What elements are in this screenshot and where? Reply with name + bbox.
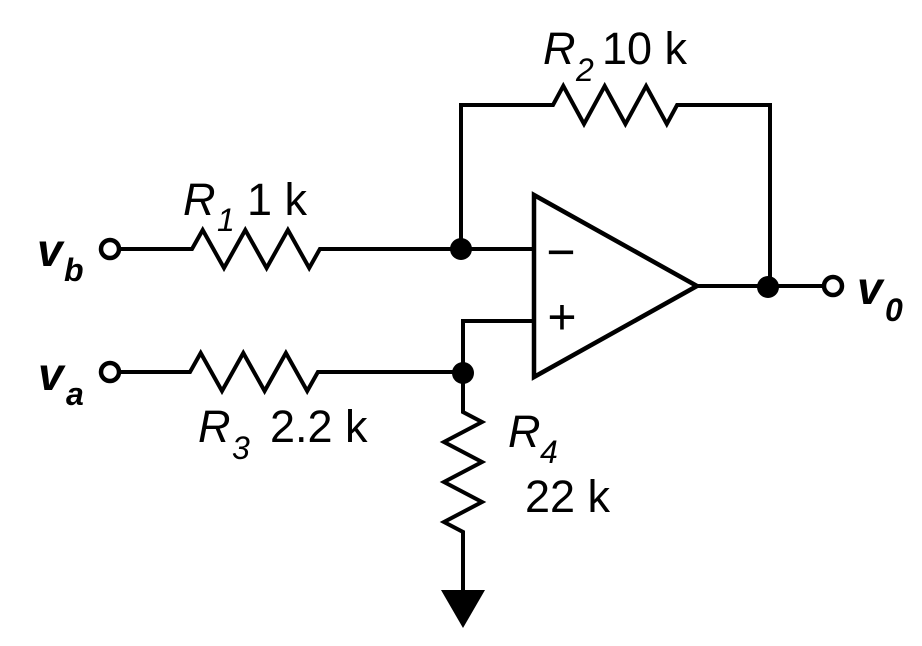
r2-symbol: R [543,23,576,74]
resistor-r1-label: R 1 1 k [183,174,308,238]
vo-symbol: v [857,262,885,314]
terminal-vo-label: v 0 [857,262,903,328]
r1-symbol: R [183,174,216,225]
terminal-vo [821,274,845,298]
vb-subscript: b [64,252,84,288]
r4-subscript: 4 [540,434,558,470]
r1-subscript: 1 [217,202,235,238]
r3-symbol: R [198,401,231,452]
junction-dot-noninverting-node [452,362,474,384]
r3-subscript: 3 [232,430,250,466]
vo-subscript: 0 [885,292,903,328]
noninverting-input-wire [461,319,534,373]
terminal-va [98,360,122,384]
resistor-r2-feedback-loop-wire [459,81,772,287]
r2-value: 10 k [602,23,688,74]
resistor-r3-with-va-wire [121,348,463,396]
resistor-r4-ground-branch-wire [439,373,487,590]
va-subscript: a [66,376,84,412]
r1-value: 1 k [247,174,308,225]
junction-dot-inverting-node [450,238,472,260]
opamp-noninverting-marker: + [547,289,576,345]
resistor-r4-label: R 4 22 k [508,406,611,522]
va-symbol: v [38,348,66,400]
resistor-r3-label: R 3 2.2 k [198,401,368,466]
junction-dot-output-node [757,276,779,298]
ground-symbol [441,590,485,628]
terminal-vb-label: v b [37,224,84,288]
opamp-inverting-marker: − [546,224,575,280]
terminal-vb [98,237,122,261]
vb-symbol: v [37,224,65,276]
r2-subscript: 2 [575,52,594,88]
r3-value: 2.2 k [270,401,368,452]
terminal-va-label: v a [38,348,84,412]
r4-value: 22 k [525,471,611,522]
r4-symbol: R [508,406,541,457]
resistor-r1-with-inverting-input-wire [121,225,534,273]
resistor-r2-label: R 2 10 k [543,23,688,88]
opamp-triangle [531,191,702,381]
